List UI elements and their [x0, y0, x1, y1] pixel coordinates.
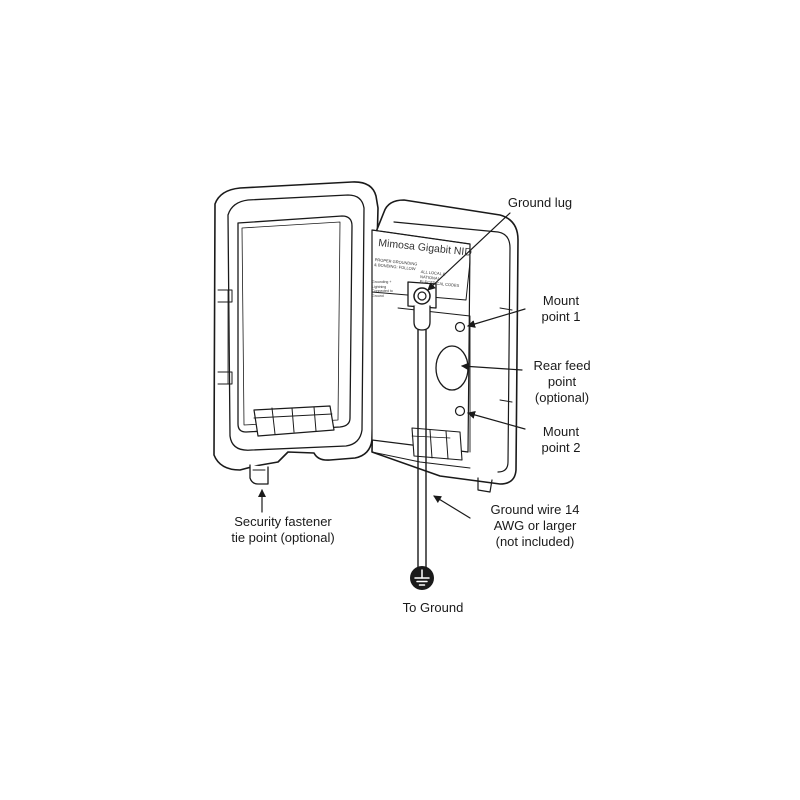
ground-lug-label-line: Ground lug: [507, 195, 573, 210]
mount-point-1-label-line: Mount: [542, 293, 580, 308]
mount-point-2-hole: [454, 405, 466, 417]
mount-point-2-label: Mount point 2: [525, 424, 597, 456]
rear-feed-point-label: Rear feed point (optional): [522, 358, 602, 406]
mount-point-1-label-line: point 1: [541, 309, 581, 324]
ground-wire-arrow: [433, 495, 471, 519]
ground-symbol: [410, 566, 434, 590]
security-fastener-label-line: tie point (optional): [231, 530, 335, 545]
mount-point-2-label-line: point 2: [541, 440, 581, 455]
ground-wire-label: Ground wire 14 AWG or larger (not includ…: [470, 502, 600, 550]
nid-fine-print-side: Grounding + Lightning Connected to Groun…: [372, 280, 393, 298]
ground-wire-label-line: (not included): [495, 534, 575, 549]
mount-point-1-label: Mount point 1: [525, 293, 597, 325]
security-fastener-label: Security fastener tie point (optional): [218, 514, 348, 546]
to-ground-label: To Ground: [388, 600, 478, 616]
rear-feed-label-line: Rear feed: [533, 358, 591, 373]
ground-wire-label-line: Ground wire 14: [490, 502, 580, 517]
ground-lug-label: Ground lug: [500, 195, 580, 211]
ground-wire-label-line: AWG or larger: [493, 518, 577, 533]
mount-point-1-arrow: [467, 308, 526, 328]
rear-feed-label-line: point: [547, 374, 577, 389]
mount-point-2-arrow: [467, 411, 526, 430]
to-ground-label-line: To Ground: [402, 600, 464, 615]
ground-lug-arrow: [427, 212, 511, 291]
enclosure-door: [213, 181, 379, 485]
ground-wire: [417, 329, 427, 569]
security-fastener-label-line: Security fastener: [234, 514, 332, 529]
enclosure-base: [371, 199, 519, 493]
mount-point-2-label-line: Mount: [542, 424, 580, 439]
mount-point-1-hole: [454, 321, 466, 333]
rear-feed-arrow: [461, 362, 523, 371]
rear-feed-label-line: (optional): [534, 390, 590, 405]
